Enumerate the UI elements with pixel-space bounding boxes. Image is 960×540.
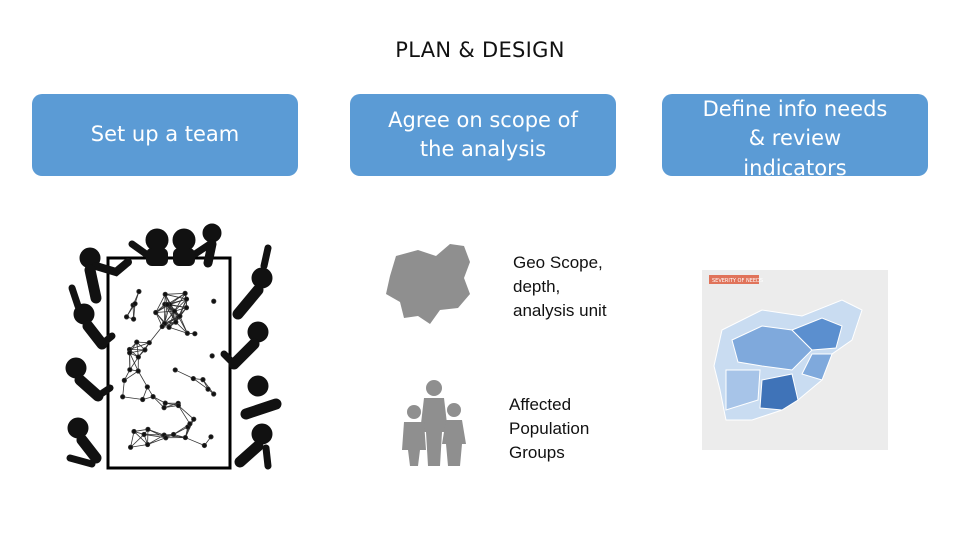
caption-line: Population <box>509 419 590 438</box>
step-agree-scope: Agree on scope of the analysis <box>350 94 616 176</box>
team-network-icon <box>65 223 282 470</box>
page-title: PLAN & DESIGN <box>395 38 565 62</box>
step-label: Define info needs & review indicators <box>703 95 888 183</box>
step-define-info-needs: Define info needs & review indicators <box>662 94 928 180</box>
caption-line: Geo Scope, <box>513 253 603 272</box>
step-label: Agree on scope of the analysis <box>388 106 578 165</box>
map-legend-label: SEVERITY OF NEEDS <box>712 278 763 284</box>
caption-line: Affected <box>509 395 572 414</box>
step-label-line: indicators <box>743 155 847 180</box>
caption-line: analysis unit <box>513 301 607 320</box>
step-label-line: Agree on scope of <box>388 107 578 132</box>
step-label-line: the analysis <box>419 137 547 161</box>
caption-geo-scope: Geo Scope, depth, analysis unit <box>513 251 607 323</box>
step-set-up-team: Set up a team <box>32 94 298 176</box>
step-label: Set up a team <box>91 120 240 149</box>
step-label-line: Set up a team <box>90 122 240 147</box>
country-map-icon <box>386 244 470 324</box>
caption-line: Groups <box>509 443 565 462</box>
family-icon <box>402 380 466 466</box>
step-label-line: & review <box>748 126 842 151</box>
step-label-line: Define info needs <box>702 96 888 121</box>
caption-line: depth, <box>513 277 561 296</box>
severity-map-image: SEVERITY OF NEEDS <box>702 270 888 450</box>
caption-population-groups: Affected Population Groups <box>509 393 589 465</box>
